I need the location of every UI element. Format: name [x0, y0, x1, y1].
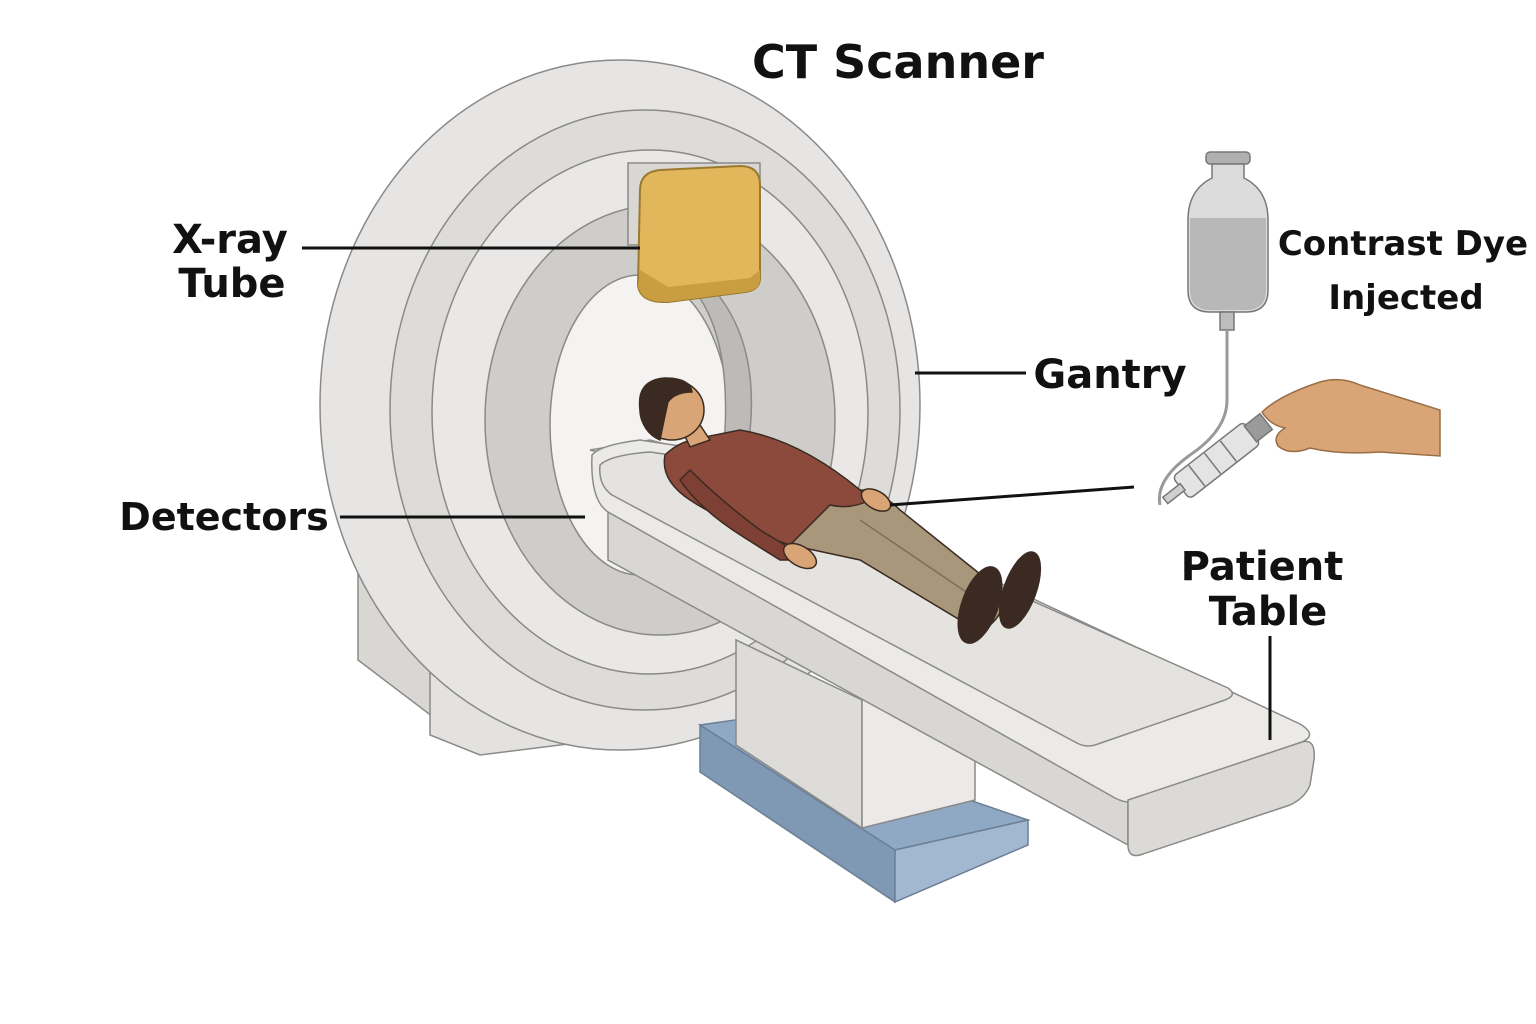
patient-arm [679, 468, 797, 561]
iv-bag-fluid [1190, 218, 1266, 310]
syringe [1161, 412, 1274, 505]
label-detectors: Detectors [119, 495, 328, 539]
leader-contrast [889, 485, 1135, 507]
label-xray-tube-1: X-ray [172, 217, 288, 263]
label-patient-table-2: Table [1209, 589, 1328, 635]
patient-hand-right [860, 488, 892, 512]
patient-shoe-right [998, 551, 1042, 629]
label-contrast-1: Contrast Dye [1278, 224, 1528, 264]
xray-tube [627, 162, 761, 304]
contrast-dye-apparatus [1157, 151, 1441, 506]
patient-leg-line [859, 519, 976, 599]
table-base-side [894, 819, 1029, 904]
page-title: CT Scanner [752, 35, 1044, 89]
patient-shoe-left [957, 566, 1003, 644]
label-contrast-2: Injected [1328, 278, 1483, 318]
patient [638, 377, 1042, 644]
patient-hand-left [782, 542, 818, 570]
iv-bag-cap [1205, 151, 1251, 165]
table-end [1127, 740, 1315, 857]
label-patient-table-1: Patient [1181, 544, 1344, 590]
label-gantry: Gantry [1033, 352, 1186, 398]
label-xray-tube-2: Tube [178, 261, 285, 307]
xray-tube-bottom [638, 270, 760, 303]
injecting-hand [1261, 378, 1441, 457]
patient-hair [638, 377, 693, 442]
iv-tube [1157, 330, 1229, 506]
